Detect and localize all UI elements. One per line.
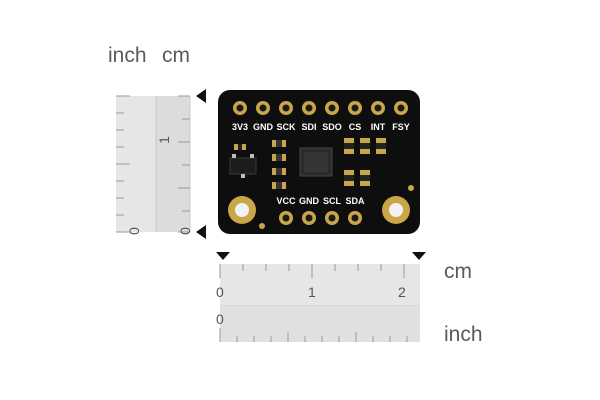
pin-label-top-2: SCK	[276, 122, 296, 132]
vertical-unit-cm: cm	[162, 44, 190, 67]
horizontal-cm-tick-0: 0	[216, 284, 224, 300]
vertical-inch-zero: 0	[125, 227, 142, 235]
mounting-hole-icon	[382, 196, 410, 224]
left-passive-components	[229, 144, 257, 178]
pin-label-top-0: 3V3	[232, 122, 248, 132]
horizontal-unit-cm: cm	[444, 260, 472, 283]
right-capacitors	[344, 138, 386, 186]
triangle-marker-icon	[196, 89, 206, 103]
pin-label-bottom-0: VCC	[276, 196, 296, 206]
horizontal-inch-zero: 0	[216, 311, 224, 327]
vertical-unit-inch: inch	[108, 44, 147, 67]
horizontal-cm-tick-1: 1	[308, 284, 316, 300]
pin-label-top-1: GND	[253, 122, 274, 132]
horizontal-ruler	[216, 252, 426, 342]
top-pin-pads	[233, 101, 408, 115]
horizontal-unit-inch: inch	[444, 323, 483, 346]
triangle-marker-icon	[196, 225, 206, 239]
resistor-column	[272, 140, 286, 189]
pin-label-bottom-3: SDA	[345, 196, 365, 206]
pin-label-top-3: SDI	[301, 122, 316, 132]
horizontal-cm-tick-2: 2	[398, 284, 406, 300]
pin-label-bottom-1: GND	[299, 196, 320, 206]
pin-label-top-4: SDO	[322, 122, 342, 132]
vertical-cm-one: 1	[155, 136, 172, 144]
pin-label-top-6: INT	[371, 122, 386, 132]
mounting-hole-icon	[228, 196, 256, 224]
sensor-chip-icon	[299, 147, 333, 177]
vertical-ruler	[116, 95, 191, 233]
vertical-cm-zero: 0	[176, 227, 193, 235]
pin-label-bottom-2: SCL	[323, 196, 342, 206]
sensor-board: 3V3 GND SCK SDI SDO CS INT FSY VCC GND S…	[218, 90, 420, 234]
pin-label-top-5: CS	[349, 122, 362, 132]
bottom-pin-pads	[279, 211, 362, 225]
pin-label-top-7: FSY	[392, 122, 410, 132]
